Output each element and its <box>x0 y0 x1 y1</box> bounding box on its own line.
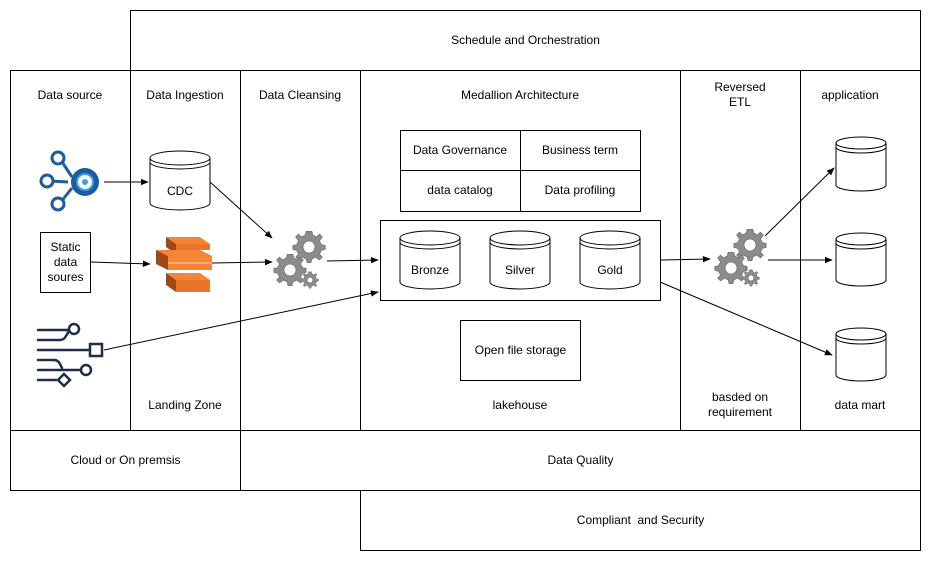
circuit-connector-icon <box>36 322 104 388</box>
landing-zone-label: Landing Zone <box>148 398 222 412</box>
header-application: application <box>821 88 879 102</box>
arrow-lakehouse-to-retl <box>660 255 711 263</box>
data-catalog-cell: data catalog <box>427 183 493 197</box>
arrow-static-to-ingestion <box>90 260 151 267</box>
arrow-gold-to-mart3 <box>659 281 833 356</box>
header-reversed-etl: Reversed ETL <box>714 80 766 109</box>
open-file-storage-box <box>460 320 581 381</box>
data-profiling-cell: Data profiling <box>544 183 616 197</box>
header-data-source: Data source <box>37 88 103 102</box>
cdc-cylinder <box>149 150 211 211</box>
network-hub-icon <box>39 150 99 212</box>
compliance-band <box>360 490 921 551</box>
header-data-cleansing: Data Cleansing <box>258 88 342 102</box>
business-term-cell: Business term <box>541 142 619 157</box>
static-data-label: Static data soures <box>47 240 84 284</box>
static-data-box <box>40 232 91 293</box>
medallion-layers-box <box>380 220 661 301</box>
header-medallion: Medallion Architecture <box>460 88 580 102</box>
data-governance-cell: Data Governance <box>412 142 508 157</box>
data-mart-cylinder-3 <box>835 327 887 382</box>
reversed-note-label: basded on requirement <box>707 390 773 419</box>
arrow-ingestion-to-cleansing <box>211 258 273 266</box>
bronze-label: Bronze <box>411 263 449 277</box>
bronze-cylinder <box>399 230 461 290</box>
governance-divider-h <box>400 170 641 171</box>
aws-kinesis-icon <box>156 237 212 292</box>
compliance-label: Compliant and Security <box>576 512 705 527</box>
governance-divider-v <box>520 130 521 212</box>
arrow-cleansing-to-lakehouse <box>326 256 379 264</box>
data-quality-label: Data Quality <box>547 452 614 467</box>
gold-cylinder <box>579 230 641 290</box>
header-data-ingestion: Data Ingestion <box>146 88 224 102</box>
arrow-api-to-lakehouse <box>103 290 379 351</box>
silver-label: Silver <box>505 263 535 277</box>
arrow-retl-to-mart1 <box>764 167 835 237</box>
gold-label: Gold <box>597 263 622 277</box>
data-mart-cylinder-1 <box>835 136 887 192</box>
data-mart-label: data mart <box>834 398 886 412</box>
cdc-label: CDC <box>167 184 193 198</box>
reverse-etl-gears-icon <box>714 228 767 287</box>
gears-icon <box>273 230 326 289</box>
cloud-label: Cloud or On premsis <box>70 452 181 467</box>
open-file-storage-label: Open file storage <box>474 343 567 357</box>
schedule-label: Schedule and Orchestration <box>451 32 600 47</box>
arrow-cdc-to-cleansing <box>209 181 273 239</box>
silver-cylinder <box>489 230 551 290</box>
lakehouse-label: lakehouse <box>492 398 548 412</box>
data-mart-cylinder-2 <box>835 232 887 287</box>
